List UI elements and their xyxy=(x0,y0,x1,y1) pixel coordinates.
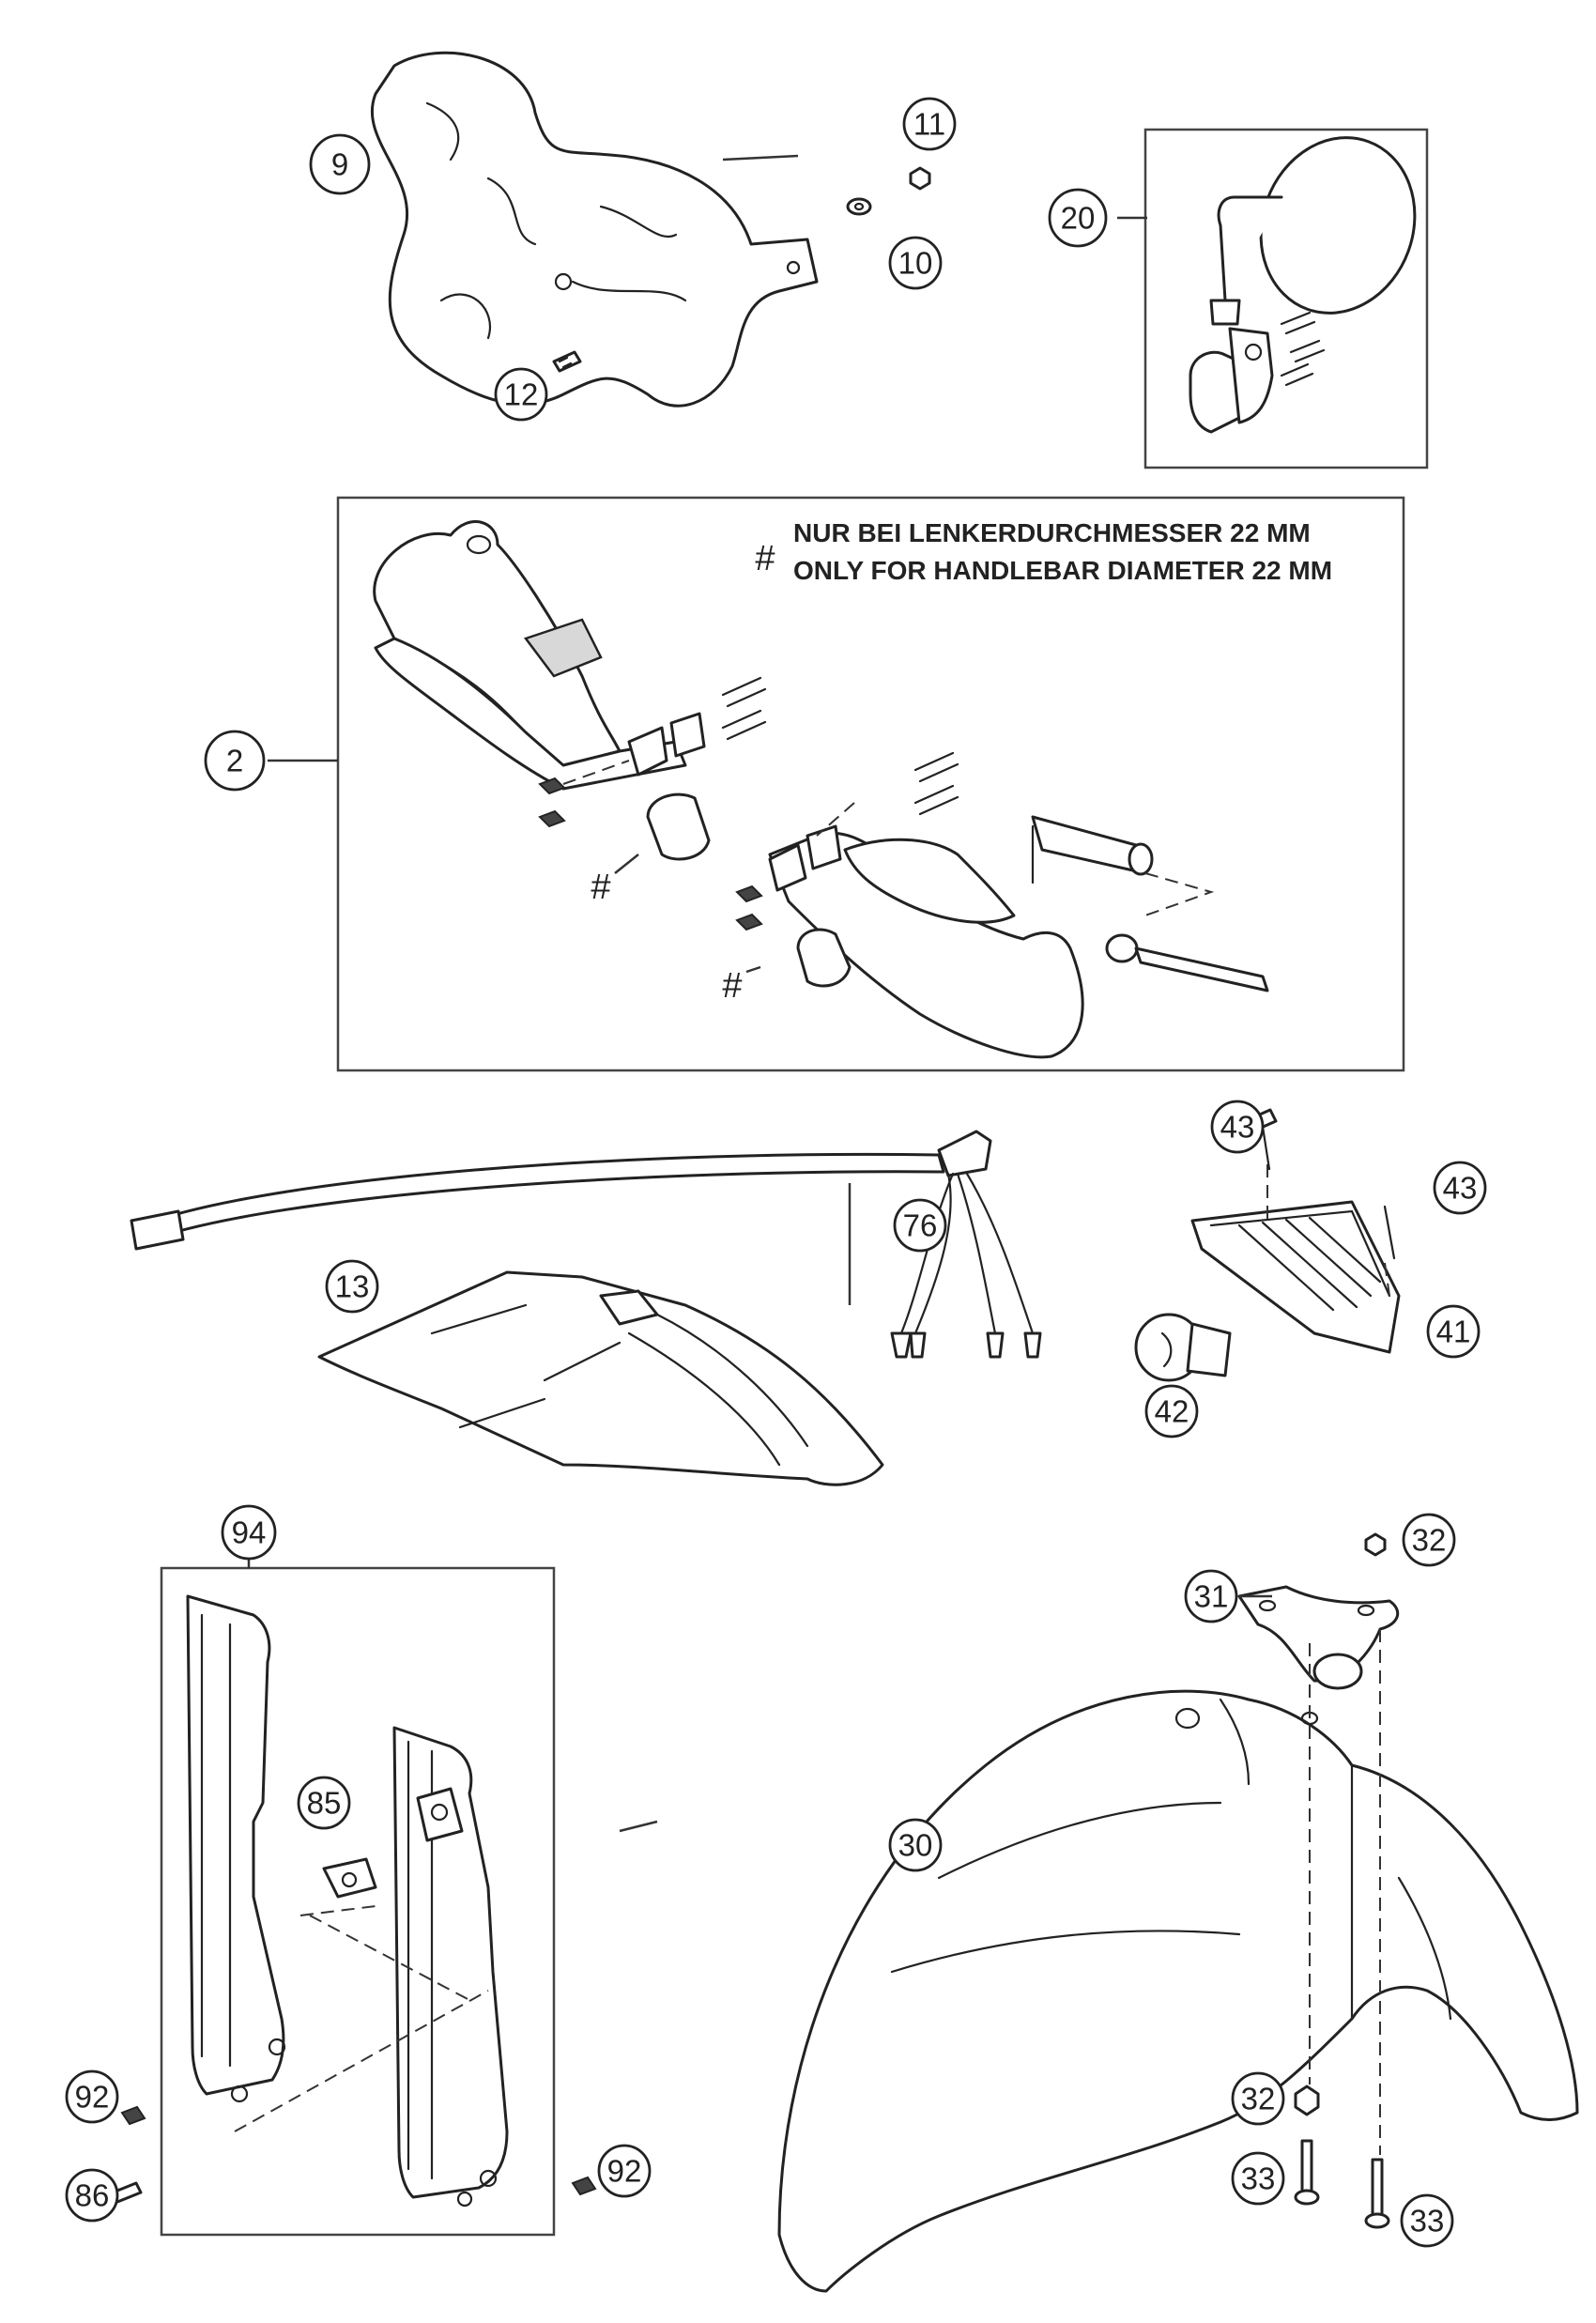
nut-11 xyxy=(909,166,931,191)
callout-31: 31 xyxy=(1184,1569,1238,1623)
fork-guard-left-part xyxy=(186,1594,286,2103)
bolt-33-left xyxy=(1294,2139,1320,2206)
callout-43-top: 43 xyxy=(1210,1100,1265,1154)
cable-harness-part xyxy=(130,1130,1042,1359)
svg-text:43: 43 xyxy=(1443,1171,1478,1206)
callout-32-top: 32 xyxy=(1402,1513,1456,1567)
callout-85: 85 xyxy=(297,1776,351,1830)
note-line-de: NUR BEI LENKERDURCHMESSER 22 MM xyxy=(793,518,1311,547)
callout-92-right: 92 xyxy=(597,2144,652,2198)
svg-text:92: 92 xyxy=(607,2154,642,2189)
svg-text:33: 33 xyxy=(1241,2161,1276,2196)
hash-mark-2: # xyxy=(722,966,742,1006)
svg-text:9: 9 xyxy=(331,147,348,182)
rear-fender-part xyxy=(317,1270,884,1486)
callout-20: 20 xyxy=(1048,188,1108,248)
svg-text:31: 31 xyxy=(1194,1579,1229,1614)
callout-94: 94 xyxy=(221,1504,277,1561)
tail-light-part xyxy=(1190,1108,1401,1354)
svg-text:86: 86 xyxy=(75,2178,110,2213)
bracket-31 xyxy=(1237,1585,1400,1690)
screw-12 xyxy=(552,350,582,373)
note-line-en: ONLY FOR HANDLEBAR DIAMETER 22 MM xyxy=(793,556,1332,585)
callout-92-left: 92 xyxy=(65,2069,119,2124)
callout-76: 76 xyxy=(893,1198,947,1253)
headlight-mask-part xyxy=(370,51,819,408)
svg-text:12: 12 xyxy=(504,377,539,412)
handguard-right-part xyxy=(735,751,1269,1059)
hash-leader-1 xyxy=(614,854,639,874)
bulb-42 xyxy=(1134,1313,1232,1382)
svg-text:33: 33 xyxy=(1410,2204,1445,2238)
callout-43-right: 43 xyxy=(1433,1161,1487,1215)
handguard-box xyxy=(336,496,1405,1072)
hash-mark-1: # xyxy=(591,868,610,907)
nut-32-top xyxy=(1364,1532,1387,1557)
bolt-33-right xyxy=(1364,2158,1390,2229)
callout-2: 2 xyxy=(204,730,266,792)
callout-30: 30 xyxy=(888,1818,943,1872)
callout-86: 86 xyxy=(65,2168,119,2223)
leader-11 xyxy=(722,154,799,162)
svg-text:2: 2 xyxy=(226,744,243,778)
callout-32-bottom: 32 xyxy=(1231,2071,1285,2126)
svg-text:13: 13 xyxy=(335,1269,370,1304)
callout-13: 13 xyxy=(325,1259,379,1314)
washer-10 xyxy=(846,197,872,216)
fork-guard-right-part xyxy=(392,1726,509,2208)
nut-32-bottom xyxy=(1294,2085,1320,2116)
callout-12: 12 xyxy=(494,367,548,422)
callout-10: 10 xyxy=(888,236,943,290)
svg-text:30: 30 xyxy=(898,1828,933,1863)
svg-text:11: 11 xyxy=(913,107,945,142)
svg-text:43: 43 xyxy=(1220,1110,1255,1145)
svg-text:41: 41 xyxy=(1436,1315,1471,1349)
svg-text:94: 94 xyxy=(232,1515,267,1550)
mirror-box xyxy=(1143,128,1429,469)
callout-9: 9 xyxy=(309,133,371,195)
note-hash-symbol: # xyxy=(755,539,775,578)
fork-guard-box xyxy=(160,1566,556,2237)
callout-11: 11 xyxy=(902,97,957,151)
svg-text:10: 10 xyxy=(898,246,933,281)
leader-nothing xyxy=(619,1820,658,1833)
svg-text:32: 32 xyxy=(1412,1523,1447,1558)
svg-text:32: 32 xyxy=(1241,2082,1276,2116)
callout-42: 42 xyxy=(1144,1384,1199,1438)
callout-33-left: 33 xyxy=(1231,2151,1285,2206)
svg-text:42: 42 xyxy=(1155,1394,1189,1429)
svg-text:85: 85 xyxy=(307,1786,342,1821)
screw-92-right xyxy=(571,2176,597,2196)
clip-85 xyxy=(234,1857,489,2132)
callout-33-right: 33 xyxy=(1400,2193,1454,2248)
front-fender-part xyxy=(777,1689,1579,2293)
mirror-part xyxy=(1189,136,1417,434)
hash-leader-2 xyxy=(745,965,761,974)
callout-41: 41 xyxy=(1426,1304,1481,1359)
svg-text:76: 76 xyxy=(903,1208,938,1243)
svg-text:20: 20 xyxy=(1061,201,1096,236)
svg-text:92: 92 xyxy=(75,2080,110,2115)
screw-92-left xyxy=(120,2105,146,2126)
handguard-left-part xyxy=(373,520,767,861)
